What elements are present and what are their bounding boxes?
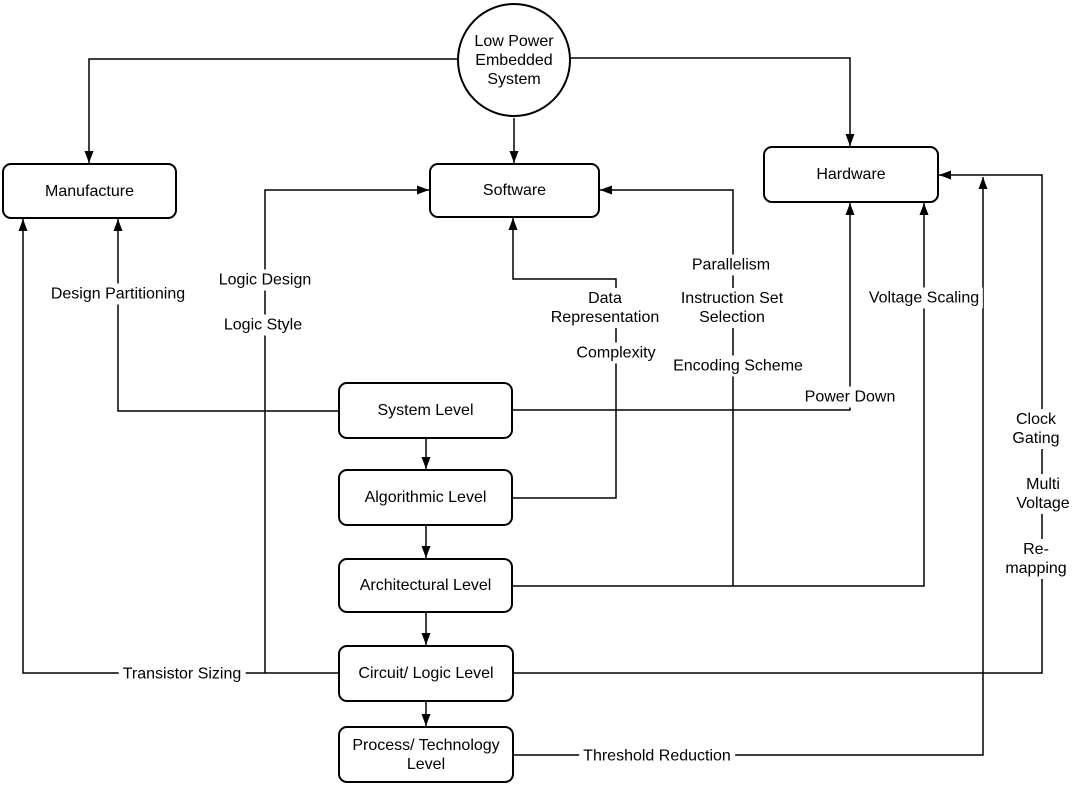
node-low-power-embedded-system: Low Power Embedded System <box>457 3 571 117</box>
node-hardware: Hardware <box>763 146 939 203</box>
edge-label-design-partitioning: Design Partitioning <box>46 283 190 305</box>
edge-label-logic-style: Logic Style <box>219 314 307 336</box>
node-algorithmic-level: Algorithmic Level <box>338 469 513 526</box>
node-circuit-logic-level: Circuit/ Logic Level <box>338 645 514 702</box>
edge-system-to-hardware <box>513 203 855 411</box>
edge-architectural-to-hardware <box>513 203 929 587</box>
node-manufacture: Manufacture <box>2 163 177 219</box>
node-software: Software <box>429 163 600 218</box>
edge-label-power-down: Power Down <box>800 386 900 408</box>
edge-label-re-mapping: Re-mapping <box>1001 539 1071 579</box>
node-system-level: System Level <box>338 382 513 439</box>
edge-label-complexity: Complexity <box>572 342 660 364</box>
edge-circuit-to-software <box>264 185 429 673</box>
edge-label-instruction-set-selection: Instruction Set Selection <box>676 288 788 328</box>
edge-label-voltage-scaling: Voltage Scaling <box>864 287 984 309</box>
edge-circuit-to-hardware <box>514 170 1043 674</box>
edge-root-to-manufacture <box>84 58 457 163</box>
edge-label-clock-gating: Clock Gating <box>1008 409 1064 449</box>
edge-label-encoding-scheme: Encoding Scheme <box>669 355 807 377</box>
edge-root-to-hardware <box>571 57 855 146</box>
edge-label-multi-voltage: Multi Voltage <box>1012 474 1074 514</box>
edge-algorithmic-to-software <box>508 218 617 499</box>
node-architectural-level: Architectural Level <box>338 558 513 613</box>
edge-label-transistor-sizing: Transistor Sizing <box>118 663 246 685</box>
edge-label-parallelism: Parallelism <box>687 254 775 276</box>
edge-label-threshold-reduction: Threshold Reduction <box>579 745 735 767</box>
edge-label-logic-design: Logic Design <box>214 269 316 291</box>
edge-label-data-representation: Data Representation <box>546 288 664 328</box>
node-process-technology-level: Process/ Technology Level <box>338 726 514 783</box>
edge-architectural-to-software <box>600 185 734 586</box>
